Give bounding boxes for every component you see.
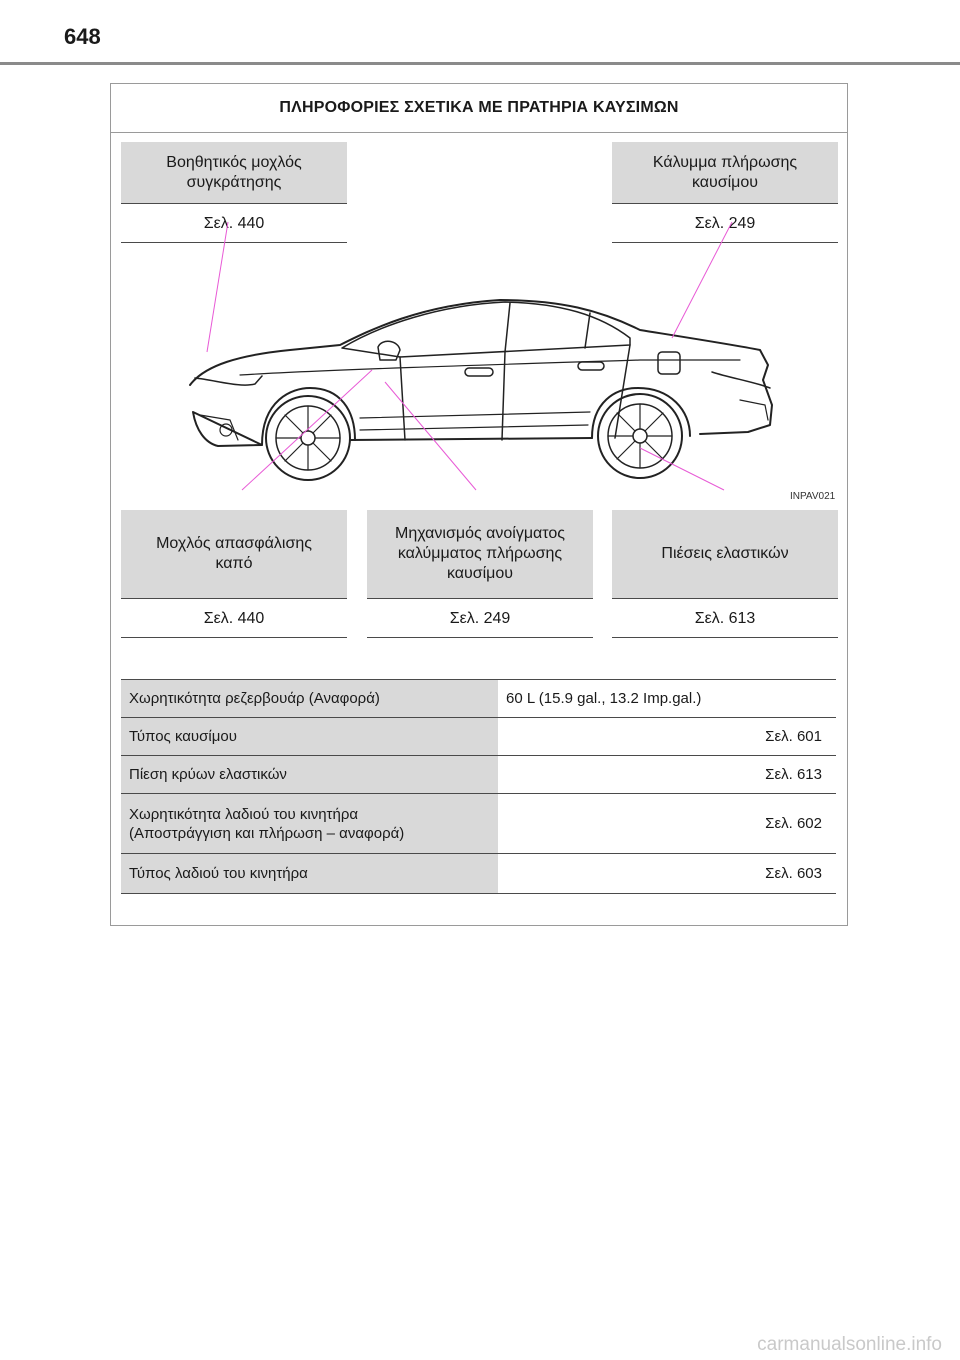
car-door-lines [399,344,631,441]
label-fuel-door-opener: Μηχανισμός ανοίγματος καλύμματος πλήρωση… [367,510,593,599]
leader-line-fuel-opener [384,381,477,491]
label-line: καυσίμου [691,173,759,191]
table-row: Τύπος καυσίμου Σελ. 601 [121,717,836,756]
label-auxiliary-catch-lever: Βοηθητικός μοχλός συγκράτησης [121,142,347,204]
front-wheel [265,395,351,481]
table-label-line: Χωρητικότητα λαδιού του κινητήρα [129,805,359,823]
label-line: Μοχλός απασφάλισης [156,535,312,552]
table-row: Τύπος λαδιού του κινητήρα Σελ. 603 [121,853,836,894]
label-line: Πιέσεις ελαστικών [661,545,789,562]
page-number: 648 [64,24,101,49]
image-code: INPAV021 [790,491,836,502]
table-value-link[interactable]: Σελ. 601 [498,717,836,756]
table-label: Χωρητικότητα ρεζερβουάρ (Αναφορά) [121,679,498,718]
leader-line-auxiliary-lever [206,221,229,353]
label-hood-release-lever: Μοχλός απασφάλισης καπό [121,510,347,599]
table-label: Πίεση κρύων ελαστικών [121,755,498,794]
section-title: ΠΛΗΡΟΦΟΡΙΕΣ ΣΧΕΤΙΚΑ ΜΕ ΠΡΑΤΗΡΙΑ ΚΑΥΣΙΜΩΝ [111,84,847,133]
label-line: Βοηθητικός μοχλός [166,153,302,171]
car-illustration [189,221,773,491]
leader-lines [206,221,733,491]
table-label: Τύπος λαδιού του κινητήρα [121,853,498,894]
car-fuel-door [657,351,681,375]
ref-fuel-filler-door[interactable]: Σελ. 249 [612,205,838,243]
label-line: Μηχανισμός ανοίγματος [394,525,566,542]
car-window-line [341,301,631,358]
car-mirror [377,340,401,361]
car-body-outline [189,299,773,447]
table-label-line: (Αποστράγγιση και πλήρωση – αναφορά) [129,824,405,842]
label-line: καπό [215,555,253,572]
label-line: καυσίμου [446,565,514,582]
table-label: Χωρητικότητα λαδιού του κινητήρα (Αποστρ… [121,793,498,854]
ref-tire-pressures[interactable]: Σελ. 613 [612,600,838,638]
label-line: Κάλυμμα πλήρωσης [652,153,798,171]
table-label: Τύπος καυσίμου [121,717,498,756]
watermark: carmanualsonline.info [757,1334,942,1355]
fuel-info-table: Χωρητικότητα ρεζερβουάρ (Αναφορά) 60 L (… [121,679,836,894]
table-row: Πίεση κρύων ελαστικών Σελ. 613 [121,755,836,794]
label-fuel-filler-door: Κάλυμμα πλήρωσης καυσίμου [612,142,838,204]
table-value: 60 L (15.9 gal., 13.2 Imp.gal.) [498,679,836,718]
ref-hood-release-lever[interactable]: Σελ. 440 [121,600,347,638]
rear-wheel [597,393,683,479]
label-line: καλύμματος πλήρωσης [397,545,563,562]
label-line: συγκράτησης [186,173,282,191]
label-tire-pressures: Πιέσεις ελαστικών [612,510,838,599]
leader-line-fuel-door [671,221,733,339]
leader-line-tire-pressure [639,447,725,491]
ref-auxiliary-catch-lever[interactable]: Σελ. 440 [121,205,347,243]
table-row: Χωρητικότητα ρεζερβουάρ (Αναφορά) 60 L (… [121,679,836,718]
ref-fuel-door-opener[interactable]: Σελ. 249 [367,600,593,638]
fuel-info-frame: ΠΛΗΡΟΦΟΡΙΕΣ ΣΧΕΤΙΚΑ ΜΕ ΠΡΑΤΗΡΙΑ ΚΑΥΣΙΜΩΝ [110,83,848,926]
leader-line-hood-lever [241,369,373,491]
table-value-link[interactable]: Σελ. 613 [498,755,836,794]
header-rule [0,62,960,65]
table-row: Χωρητικότητα λαδιού του κινητήρα (Αποστρ… [121,793,836,854]
table-value-link[interactable]: Σελ. 602 [498,793,836,854]
table-value-link[interactable]: Σελ. 603 [498,853,836,894]
